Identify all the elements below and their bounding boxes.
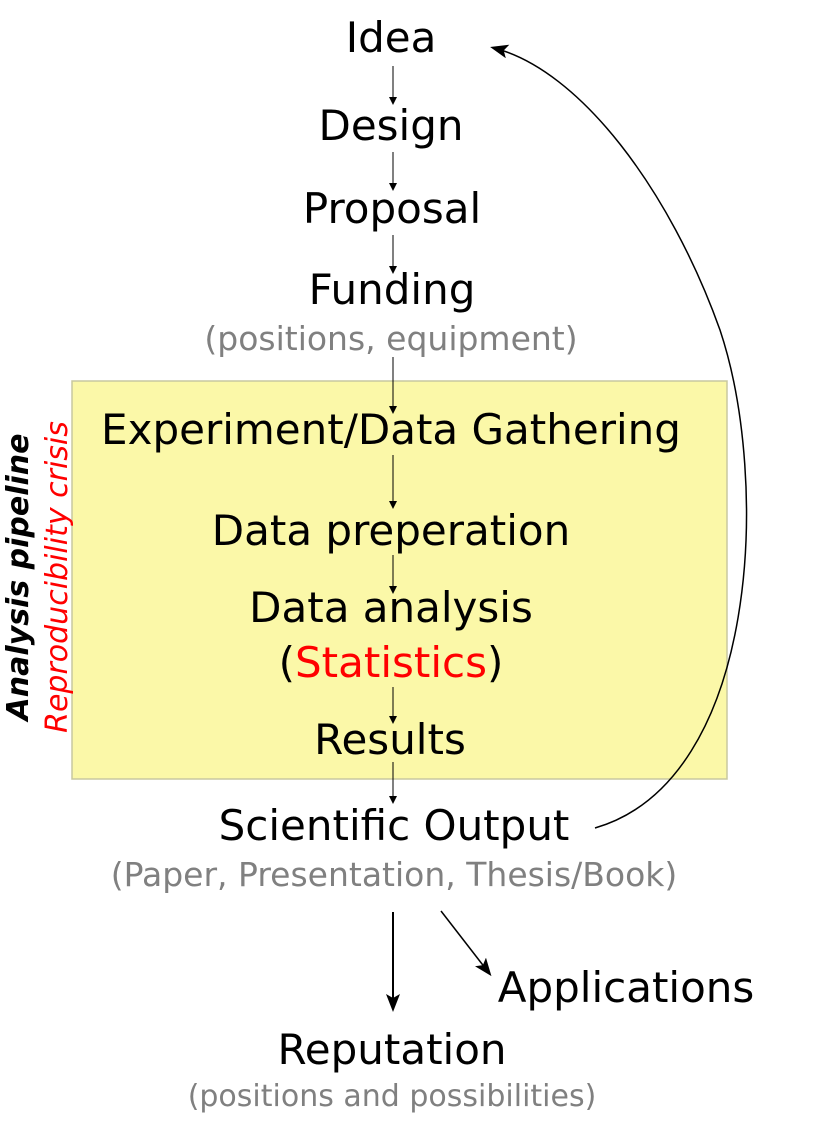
step-design: Design — [318, 101, 463, 150]
step-reputation: Reputation — [277, 1025, 506, 1074]
step-idea: Idea — [346, 13, 437, 62]
step-funding: Funding — [309, 265, 476, 314]
step-proposal: Proposal — [303, 184, 481, 233]
step-experiment: Experiment/Data Gathering — [101, 405, 681, 454]
step-scientific-output: Scientific Output — [219, 801, 570, 850]
step-results: Results — [314, 715, 466, 764]
reproducibility-crisis-label: Reproducibility crisis — [40, 421, 75, 733]
step-statistics-line: (Statistics) — [279, 638, 504, 687]
step-reputation-subtitle: (positions and possibilities) — [188, 1079, 597, 1114]
analysis-pipeline-box — [71, 380, 728, 780]
arrow-output-to-idea — [490, 44, 748, 829]
step-funding-subtitle: (positions, equipment) — [204, 319, 577, 358]
arrow-output-to-applications — [440, 910, 492, 977]
step-applications: Applications — [498, 963, 755, 1012]
statistics-close-paren: ) — [487, 638, 503, 687]
statistics-highlight: Statistics — [295, 638, 487, 687]
analysis-pipeline-label: Analysis pipeline — [1, 434, 36, 723]
step-scientific-output-subtitle: (Paper, Presentation, Thesis/Book) — [111, 855, 678, 894]
statistics-open-paren: ( — [279, 638, 295, 687]
step-data-preparation: Data preperation — [212, 506, 570, 555]
step-data-analysis: Data analysis — [249, 583, 533, 632]
